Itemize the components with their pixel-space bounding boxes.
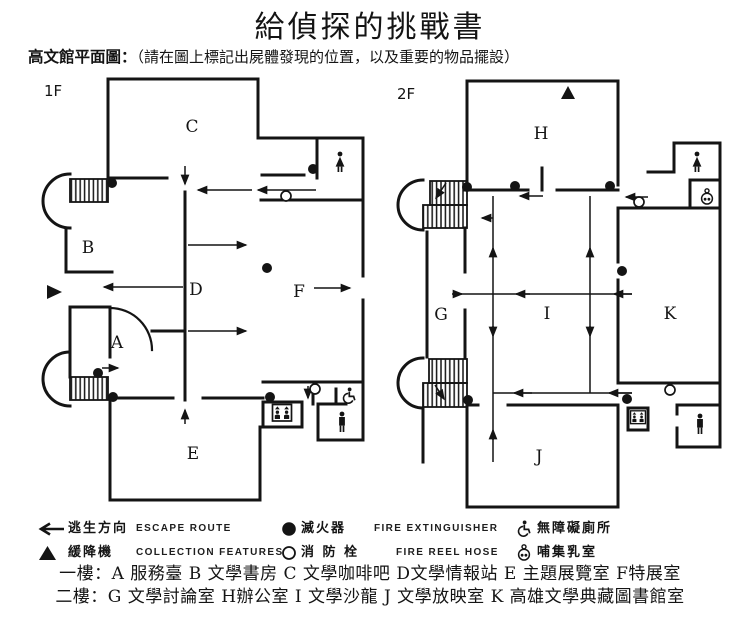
subtitle-note: （請在圖上標記出屍體發現的位置，以及重要的物品擺設） <box>136 48 520 66</box>
female-toilet-icon <box>691 150 703 173</box>
descender-marker-icon <box>561 86 575 99</box>
legend-extinguisher-zh: 滅火器 <box>301 521 347 536</box>
stair-treads <box>429 180 468 206</box>
fire-extinguisher-icon <box>617 266 627 276</box>
fire-hose-icon <box>281 542 297 564</box>
floor1-stairs <box>41 172 109 408</box>
floor1-label: 1F <box>44 82 62 100</box>
floor1-escape-routes <box>102 166 352 424</box>
room-label-i: I <box>544 304 551 324</box>
subtitle-label: 高文館平面圖： <box>28 48 137 66</box>
stairwell-arc <box>41 350 72 408</box>
stair-treads <box>428 358 468 384</box>
legend-escape-en: ESCAPE ROUTE <box>136 523 232 534</box>
floor1-equipment <box>47 164 321 402</box>
stair-treads <box>422 382 468 408</box>
fire-extinguisher-icon <box>93 368 103 378</box>
legend-nursing-zh: 哺集乳室 <box>537 545 598 560</box>
floor2-caption: 二樓：G 文學討論室 H辦公室 I 文學沙龍 J 文學放映室 K 高雄文學典藏圖… <box>55 587 685 607</box>
floor2-plan: 2F <box>396 79 722 509</box>
fire-extinguisher-icon <box>265 392 275 402</box>
nursing-room-icon <box>512 542 536 564</box>
room-label-k: K <box>664 304 677 324</box>
room-label-h: H <box>534 124 549 144</box>
fire-extinguisher-icon <box>281 518 297 540</box>
fire-extinguisher-icon <box>622 394 632 404</box>
door-arc <box>108 306 154 352</box>
floor2-walls <box>421 79 722 509</box>
stair-treads <box>69 376 109 401</box>
stairwell-arc <box>41 172 72 230</box>
room-captions: 一樓：A 服務臺 B 文學書房 C 文學咖啡吧 D文學情報站 E 主題展覽室 F… <box>0 563 740 609</box>
fire-extinguisher-icon <box>308 164 318 174</box>
room-label-f: F <box>293 282 305 302</box>
legend-escape-zh: 逃生方向 <box>68 521 129 536</box>
accessible-toilet-icon <box>342 386 356 405</box>
stair-direction-arrow <box>435 182 447 200</box>
fire-extinguisher-icon <box>107 178 117 188</box>
floor1-caption: 一樓：A 服務臺 B 文學書房 C 文學咖啡吧 D文學情報站 E 主題展覽室 F… <box>59 564 681 584</box>
fire-extinguisher-icon <box>605 181 615 191</box>
room-label-d: D <box>189 280 203 300</box>
floor1-room-labels: C B A D F E <box>82 117 305 464</box>
legend-accessible-zh: 無障礙廁所 <box>537 521 613 536</box>
elevator-icon <box>271 403 293 422</box>
floor2-stairs <box>396 178 468 410</box>
room-label-e: E <box>187 444 199 464</box>
room-label-g: G <box>434 305 448 325</box>
female-toilet-icon <box>334 150 346 173</box>
fire-extinguisher-icon <box>108 392 118 402</box>
room-label-c: C <box>185 117 198 137</box>
stair-treads <box>69 178 109 203</box>
legend-row-2: 緩降機 COLLECTION FEATURES 消 防 栓 FIRE REEL … <box>0 542 740 564</box>
entrance-marker-icon <box>47 285 62 299</box>
fire-extinguisher-icon <box>462 182 472 192</box>
room-label-b: B <box>82 238 95 258</box>
subtitle: 高文館平面圖：（請在圖上標記出屍體發現的位置，以及重要的物品擺設） <box>28 45 728 67</box>
escape-arrow-icon <box>37 518 65 540</box>
legend-hose-en: FIRE REEL HOSE <box>396 547 499 558</box>
fire-hose-icon <box>664 384 676 396</box>
nursing-room-icon <box>700 188 714 205</box>
fire-extinguisher-icon <box>510 181 520 191</box>
room-label-a: A <box>110 333 124 353</box>
stair-direction-arrow <box>434 384 445 401</box>
legend-collection-zh: 緩降機 <box>68 545 114 560</box>
fire-hose-icon <box>633 196 645 208</box>
floor1-plan: 1F <box>41 77 365 502</box>
elevator-icon <box>629 410 647 425</box>
fire-extinguisher-icon <box>262 263 272 273</box>
floor2-room-labels: H G I K J <box>434 124 676 467</box>
room-label-j: J <box>534 447 543 467</box>
legend-row-1: 逃生方向 ESCAPE ROUTE 滅火器 FIRE EXTINGUISHER … <box>0 518 740 540</box>
stair-treads <box>422 204 468 229</box>
floor2-label: 2F <box>397 85 415 103</box>
male-toilet-icon <box>696 412 704 435</box>
legend-collection-en: COLLECTION FEATURES <box>136 547 284 558</box>
floor2-equipment <box>462 86 676 405</box>
descender-icon <box>39 542 57 564</box>
fire-extinguisher-icon <box>463 395 473 405</box>
floor2-escape-routes <box>434 182 648 462</box>
fire-hose-icon <box>280 190 292 202</box>
floor1-walls <box>64 77 365 502</box>
legend-hose-zh: 消 防 栓 <box>301 545 360 560</box>
stairwell-arc <box>396 356 425 410</box>
stairwell-arc <box>396 178 425 232</box>
male-toilet-icon <box>338 410 346 433</box>
legend-extinguisher-en: FIRE EXTINGUISHER <box>374 523 499 534</box>
page-title: 給偵探的挑戰書 <box>254 10 486 45</box>
accessible-toilet-icon <box>513 518 535 540</box>
fire-hose-icon <box>309 383 321 395</box>
